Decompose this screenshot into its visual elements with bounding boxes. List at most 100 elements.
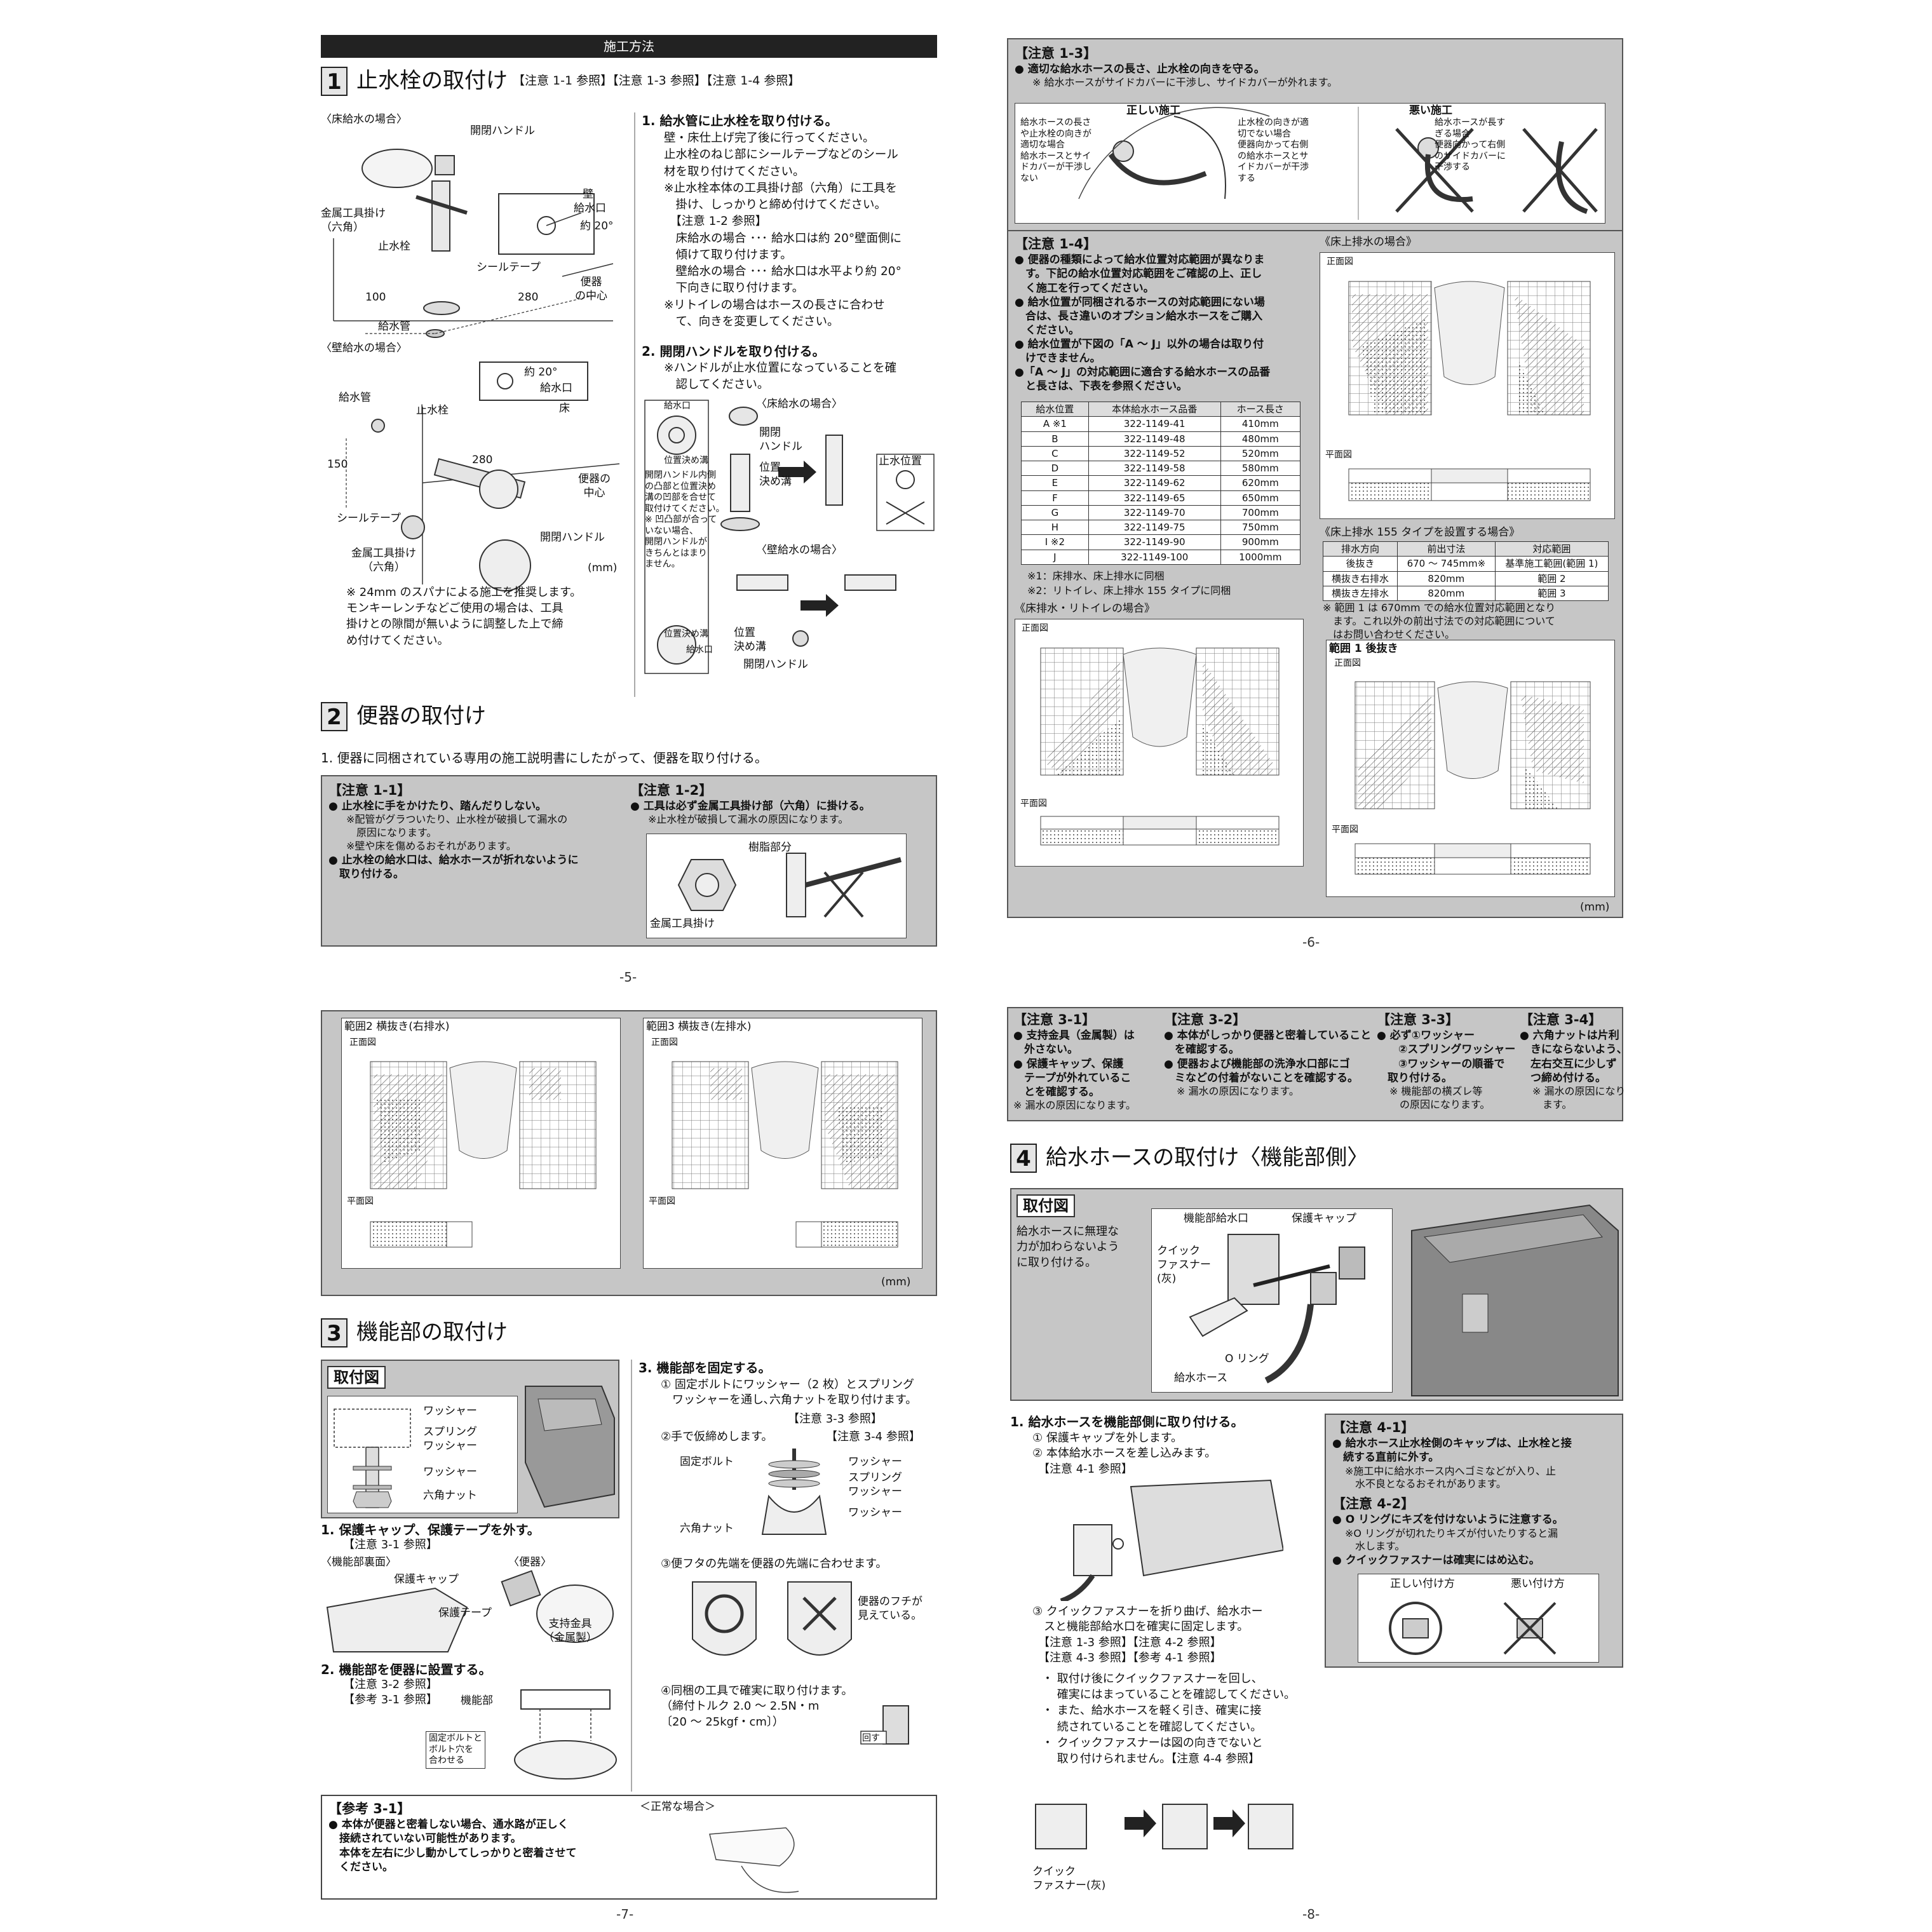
- toilet-side-illustration: [1411, 1204, 1619, 1396]
- hose-insert-illustration: [1060, 1479, 1283, 1601]
- step-3-1-ref: 【注意 3-1 参照】: [343, 1538, 438, 1551]
- caution-4-2-title: 【注意 4-2】: [1332, 1496, 1415, 1512]
- caution-3-3-note: ※ 機能部の横ズレ等 の原因になります。: [1389, 1084, 1490, 1111]
- install-figure-title: 取付図: [1017, 1194, 1075, 1218]
- cell: 横抜き左排水: [1323, 585, 1398, 602]
- floor-drain-diagram: 正面図 平面図: [1015, 619, 1304, 867]
- cell: A ※1: [1021, 416, 1089, 432]
- caution-4-2-bullet-1: ● O リングにキズを付けないように注意する。: [1332, 1513, 1564, 1527]
- reference-3-1-bullet: ● 本体が便器と密着しない場合、通水路が正しく 接続されていない可能性があります…: [328, 1818, 577, 1874]
- step-3-3-a: ① 固定ボルトにワッシャー（2 枚）とスプリング ワッシャーを通し､六角ナットを…: [661, 1378, 917, 1407]
- caution-1-3-note: ※ 給水ホースがサイドカバーに干渉し、サイドカバーが外れます。: [1032, 76, 1338, 89]
- stop-valve-label-2: 止水栓: [416, 404, 449, 417]
- front-view-label: 正面図: [1334, 658, 1361, 668]
- step-3-3-b-ref: 【注意 3-4 参照】: [826, 1430, 921, 1443]
- install-figure-desc: 給水ホースに無理な 力が加わらないよう に取り付ける。: [1017, 1225, 1119, 1269]
- washer-label-2: ワッシャー: [423, 1466, 477, 1478]
- install-figure-box: 取付図 ワッシャー スプリング ワッシャー ワッシャー 六角ナット: [321, 1360, 619, 1518]
- page-number: -5-: [619, 969, 637, 985]
- section-header-bar: 施工方法: [321, 35, 937, 58]
- wrong-fit-label: 悪い付け方: [1511, 1577, 1565, 1590]
- caution-4-2-bullet-2: ● クイックファスナーは確実にはめ込む。: [1332, 1554, 1540, 1567]
- caution-1-1-note: ※配管がグラついたり、止水栓が破損して漏水の 原因になります。 ※壁や床を傷める…: [346, 813, 568, 853]
- cell: 322-1149-52: [1088, 445, 1221, 462]
- bolt-stack-illustration: ワッシャー スプリング ワッシャー ワッシャー 六角ナット: [327, 1396, 518, 1513]
- spring-washer-label: スプリング ワッシャー: [423, 1426, 477, 1453]
- cell: 範囲 3: [1494, 585, 1609, 602]
- section-number: 3: [321, 1318, 348, 1348]
- section-title: 機能部の取付け: [356, 1320, 508, 1346]
- cell: 322-1149-65: [1088, 490, 1221, 506]
- cell: 700mm: [1220, 504, 1301, 521]
- caution-1-4-bullet-3: ● 給水位置が下図の「A ～ J」以外の場合は取り付 けできません。: [1015, 337, 1264, 365]
- handle-small-label: 開閉 ハンドル: [759, 426, 802, 454]
- table-header: 排水方向: [1323, 541, 1398, 557]
- hose-table-header: 給水位置: [1021, 401, 1089, 417]
- hex-nut-label: 六角ナット: [423, 1489, 477, 1502]
- quick-fastener-label-2: クイック ファスナー(灰): [1032, 1865, 1106, 1893]
- page-number: -6-: [1302, 935, 1320, 950]
- cell: 範囲 2: [1494, 571, 1609, 586]
- caution-3-1-title: 【注意 3-1】: [1013, 1012, 1096, 1027]
- step-1-title: 1. 給水管に止水栓を取り付ける。: [642, 113, 838, 128]
- unit-mm: (mm): [588, 562, 618, 574]
- range-2-3-frame: 範囲2 横抜き(右排水) 正面図 平面図 範囲3 横抜き(左排水) 正面図 平面…: [321, 1010, 937, 1296]
- wrong-install-note-2: 給水ホースが長す ぎる場合 便器向かって右側 のサイドカバーに 干渉する: [1435, 118, 1506, 172]
- hex-nut-label-2: 六角ナット: [680, 1522, 734, 1535]
- toilet-center-label-2: 便器の 中心: [578, 473, 611, 500]
- caution-4-box: 【注意 4-1】 ● 給水ホース止水栓側のキャップは、止水栓と接 続する直前に外…: [1325, 1414, 1623, 1668]
- caution-3-2-bullet-2: ● 便器および機能部の洗浄水口部にゴ ミなどの付着がないことを確認する。: [1164, 1057, 1358, 1084]
- cell: 820mm: [1397, 571, 1496, 586]
- protective-cap-label: 保護キャップ: [1292, 1212, 1356, 1225]
- front-view-label: 正面図: [1327, 257, 1353, 267]
- caution-1-2-title: 【注意 1-2】: [630, 783, 713, 798]
- open-close-handle-label: 開閉ハンドル: [470, 125, 535, 137]
- cell: H: [1021, 519, 1089, 536]
- unit-mm: (mm): [1580, 901, 1610, 914]
- wall-supply-illustration: [346, 361, 620, 591]
- cell: 基準施工範囲(範囲 1): [1494, 556, 1609, 572]
- cell: 後抜き: [1323, 556, 1398, 572]
- correct-install-label: 正しい施工: [1126, 104, 1180, 117]
- hose-connection-detail: 機能部給水口 保護キャップ クイック ファスナー (灰) O リング 給水ホース: [1151, 1208, 1393, 1393]
- range-3-diagram: 範囲3 横抜き(左排水) 正面図 平面図: [643, 1018, 922, 1269]
- angle-label: 約 20°: [580, 220, 614, 233]
- section-title: 便器の取付け: [356, 703, 486, 729]
- groove-small-label-2: 位置決め溝: [664, 629, 708, 639]
- fastener-fit-illustration: 正しい付け方 悪い付け方: [1358, 1574, 1599, 1663]
- caution-box-1: 【注意 1-1】 ● 止水栓に手をかけたり、踏んだりしない。 ※配管がグラついた…: [321, 775, 937, 947]
- stop-position-label: 止水位置: [879, 455, 922, 468]
- page-6-frame: 【注意 1-3】 ● 適切な給水ホースの長さ、止水栓の向きを守る。 ※ 給水ホー…: [1007, 38, 1623, 918]
- back-side-label: 〈機能部裏面〉: [321, 1556, 396, 1569]
- step-4-1-c: ・ 取付け後にクイックファスナーを回し、 確実にはまっていることを確認してくださ…: [1042, 1672, 1296, 1766]
- caution-3-4-bullet: ● 六角ナットは片利 きにならないよう、 左右交互に少しず つ締め付ける。: [1520, 1029, 1628, 1084]
- caution-4-2-note: ※O リングが切れたりキズが付いたりすると漏 水します。: [1345, 1527, 1558, 1553]
- caution-3-4-title: 【注意 3-4】: [1520, 1012, 1602, 1027]
- above-drain-diagram: 正面図 平面図: [1320, 252, 1615, 519]
- metal-bracket-label-2: 金属工具掛け （六角）: [351, 547, 416, 574]
- seat-mount-illustration: [514, 1689, 617, 1780]
- correct-fit-label: 正しい付け方: [1390, 1577, 1455, 1590]
- caution-1-4-title: 【注意 1-4】: [1015, 236, 1097, 252]
- install-figure-title: 取付図: [327, 1366, 386, 1389]
- turn-label: 回す: [862, 1733, 880, 1743]
- inlet-small-label: 給水口: [664, 401, 691, 411]
- floor-supply-illustration: [333, 149, 614, 338]
- unit-mm: (mm): [881, 1276, 911, 1288]
- normal-case-label: ＜正常な場合＞: [640, 1800, 715, 1813]
- caution-3-4-note: ※ 漏水の原因になり ます。: [1532, 1084, 1626, 1111]
- cell: 650mm: [1220, 490, 1301, 506]
- caution-1-4-bullet-1: ● 便器の種類によって給水位置対応範囲が異なりま す。下記の給水位置対応範囲をご…: [1015, 253, 1265, 295]
- toilet-center-label: 便器 の中心: [575, 276, 607, 303]
- cell: I ※2: [1021, 534, 1089, 550]
